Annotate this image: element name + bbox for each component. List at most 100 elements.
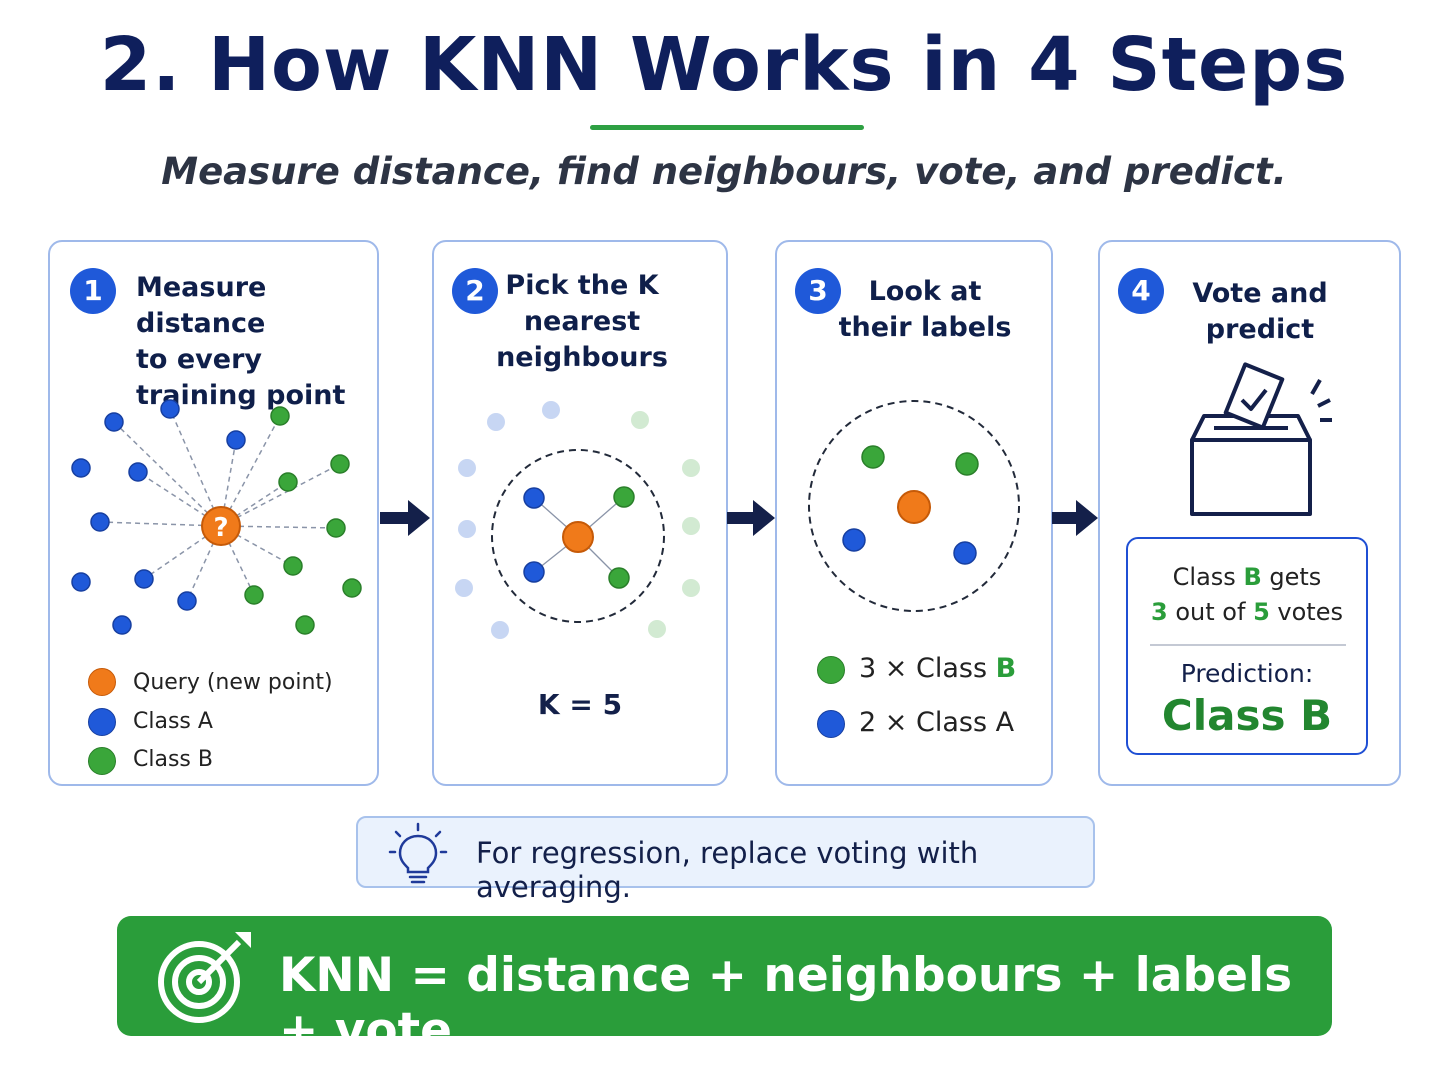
- step-1-title-line-1: Measure distance: [136, 272, 267, 339]
- step-2-title-line-3: neighbours: [496, 342, 668, 373]
- class-a-legend-icon: [88, 708, 116, 736]
- class-a-point: [71, 458, 91, 478]
- class-b-count: 3 × Class B: [859, 653, 1017, 684]
- distance-line: [220, 463, 341, 527]
- query-legend-label: Query (new point): [133, 670, 333, 695]
- distance-line: [99, 521, 222, 527]
- query-point: [897, 490, 931, 524]
- step-3-card: 3 Look at their labels 3 × Class B 2 × C…: [775, 240, 1053, 786]
- k-radius-circle: [491, 449, 665, 623]
- step-arrow-3: [1052, 500, 1098, 536]
- page-subtitle: Measure distance, find neighbours, vote,…: [161, 150, 1287, 193]
- class-a-point: [160, 399, 180, 419]
- distance-line: [113, 421, 222, 527]
- distance-line: [169, 408, 222, 527]
- prediction-label: Prediction:: [1180, 659, 1314, 688]
- class-a-point: [134, 569, 154, 589]
- neighbourhood-circle: [808, 400, 1020, 612]
- faded-class-b-point: [682, 517, 700, 535]
- lightbulb-icon: [388, 822, 448, 884]
- tip-text: For regression, replace voting with aver…: [476, 836, 979, 904]
- page-title: 2. How KNN Works in 4 Steps: [99, 22, 1349, 108]
- class-a-legend-label: Class A: [133, 709, 213, 734]
- distance-line: [220, 415, 281, 527]
- step-1-number: 1: [70, 268, 116, 314]
- step-3-number: 3: [795, 268, 841, 314]
- step-2-number: 2: [452, 268, 498, 314]
- class-a-point: [226, 430, 246, 450]
- faded-class-b-point: [648, 620, 666, 638]
- step-arrow-2: [727, 500, 775, 536]
- step-3-title-line-1: Look at: [868, 276, 982, 307]
- neighbour-class-a-point: [523, 487, 545, 509]
- query-point: [201, 506, 241, 546]
- step-4-title: Vote and predict: [1172, 276, 1348, 348]
- query-mark: ?: [213, 513, 228, 543]
- step-4-title-line-2: predict: [1205, 314, 1315, 345]
- class-a-count-icon: [817, 710, 845, 738]
- faded-class-a-point: [455, 579, 473, 597]
- target-icon: [158, 932, 251, 1023]
- faded-class-a-point: [487, 413, 505, 431]
- class-a-point: [842, 528, 866, 552]
- step-2-title-line-1: Pick the K: [505, 270, 659, 301]
- class-b-point: [342, 578, 362, 598]
- step-2-card: 2 Pick the K nearest neighbours: [432, 240, 728, 786]
- faded-class-a-point: [458, 459, 476, 477]
- query-legend-icon: [88, 668, 116, 696]
- distance-line: [143, 525, 222, 580]
- class-b-point: [283, 556, 303, 576]
- regression-tip: For regression, replace voting with aver…: [356, 816, 1095, 904]
- step-3-label-diagram: [808, 400, 1020, 612]
- step-4-title-line-1: Vote and: [1192, 278, 1328, 309]
- class-b-count-icon: [817, 656, 845, 684]
- faded-class-a-point: [458, 520, 476, 538]
- class-b-point: [326, 518, 346, 538]
- query-point: [562, 521, 594, 553]
- class-b-legend-label: Class B: [133, 747, 213, 772]
- step-2-neighbour-diagram: [455, 401, 700, 639]
- vote-result-box: Class B gets 3 out of 5 votes Prediction…: [1126, 537, 1368, 755]
- step-arrow-1: [380, 500, 430, 536]
- ballot-box-icon: [1190, 362, 1332, 516]
- faded-class-a-point: [491, 621, 509, 639]
- step-2-title: Pick the K nearest neighbours: [494, 268, 670, 376]
- class-b-point: [330, 454, 350, 474]
- summary-banner: KNN = distance + neighbours + labels + v…: [117, 916, 1332, 1058]
- title-underline: [590, 125, 864, 130]
- faded-class-b-point: [682, 459, 700, 477]
- banner-text: KNN = distance + neighbours + labels + v…: [279, 948, 1293, 1058]
- class-b-point: [861, 445, 885, 469]
- faded-class-b-point: [631, 411, 649, 429]
- vote-summary-line-1: Class B gets: [1172, 563, 1322, 591]
- class-b-legend-icon: [88, 747, 116, 775]
- step-1-title-line-2: to every: [136, 344, 262, 375]
- step-1-distance-diagram: ?: [71, 399, 362, 635]
- step-3-title: Look at their labels: [837, 274, 1013, 346]
- class-a-count: 2 × Class A: [859, 707, 1015, 738]
- step-1-card: 1 Measure distance to every training poi…: [48, 240, 379, 786]
- prediction-value: Class B: [1161, 691, 1333, 740]
- neighbour-class-b-point: [613, 486, 635, 508]
- class-a-point: [71, 572, 91, 592]
- faded-class-b-point: [682, 579, 700, 597]
- step-4-number: 4: [1118, 268, 1164, 314]
- neighbour-class-a-point: [523, 561, 545, 583]
- class-b-point: [295, 615, 315, 635]
- step-2-title-line-2: nearest: [523, 306, 641, 337]
- class-a-point: [112, 615, 132, 635]
- class-b-point: [244, 585, 264, 605]
- class-a-point: [177, 591, 197, 611]
- class-a-point: [953, 541, 977, 565]
- class-b-point: [955, 452, 979, 476]
- vote-divider: [1150, 644, 1346, 646]
- distance-line: [137, 471, 222, 527]
- class-a-point: [90, 512, 110, 532]
- class-b-point: [270, 406, 290, 426]
- faded-class-a-point: [542, 401, 560, 419]
- class-a-point: [104, 412, 124, 432]
- neighbour-class-b-point: [608, 567, 630, 589]
- class-a-point: [128, 462, 148, 482]
- k-value-label: K = 5: [537, 688, 623, 721]
- distance-line: [220, 439, 237, 527]
